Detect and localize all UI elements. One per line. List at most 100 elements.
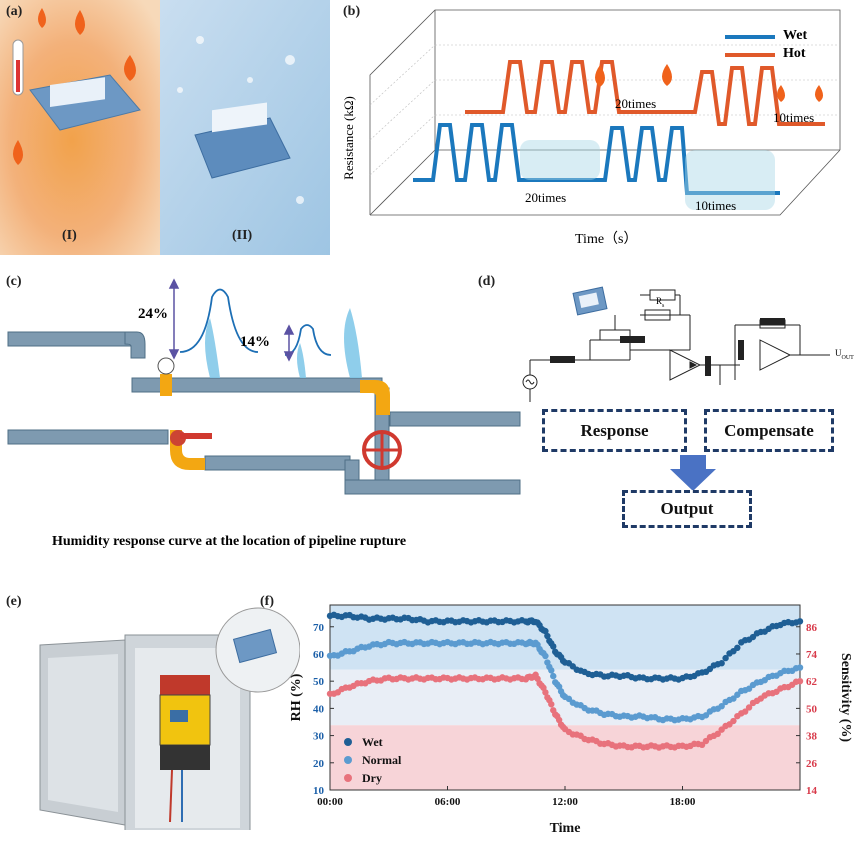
sensor-chip-icon	[232, 628, 278, 664]
legend-label-normal: Normal	[362, 753, 402, 767]
data-point-dry	[796, 677, 804, 685]
panel-label-e: (e)	[6, 594, 22, 609]
range-arrow	[168, 278, 295, 362]
legend-label-dry: Dry	[362, 771, 382, 785]
x-tick-label: 12:00	[552, 796, 578, 808]
data-point-normal	[718, 702, 725, 710]
legend-wet-label: Wet	[783, 28, 808, 43]
data-point-wet	[734, 644, 741, 652]
panel-label-f: (f)	[260, 594, 274, 609]
data-point-normal	[550, 672, 557, 680]
data-point-dry	[745, 704, 753, 711]
sensor-sheet-hot	[29, 74, 141, 131]
data-point-normal	[730, 695, 737, 702]
y-tick-label: 10	[313, 785, 325, 797]
panel-c-illustration	[7, 278, 521, 495]
y-tick-label: 50	[313, 676, 325, 688]
peak-big-label: 24%	[138, 306, 168, 322]
panel-b-chart	[369, 9, 841, 216]
fire-background	[0, 0, 160, 255]
flame-icon	[595, 64, 823, 102]
x-tick-label: 18:00	[670, 796, 696, 808]
legend-marker-dry	[344, 774, 352, 782]
legend-hot-label: Hot	[783, 46, 806, 61]
y2-axis-label: Sensitivity (%)	[838, 653, 853, 742]
panel-b-ylabel: Resistance (kΩ)	[340, 96, 356, 180]
peak-small-label: 14%	[240, 334, 270, 350]
hot-trace	[465, 60, 825, 126]
pipeline	[7, 331, 521, 495]
dry-band	[330, 725, 800, 790]
legend-marker-wet	[344, 738, 352, 746]
flame-icon	[13, 8, 136, 165]
label-II: (II)	[232, 228, 253, 243]
annot-wet-20: 20times	[525, 190, 567, 205]
output-voltage-label: UOUT	[835, 348, 854, 361]
x-tick-label: 00:00	[317, 796, 343, 808]
data-point-wet	[550, 643, 557, 650]
panel-label-d: (d)	[478, 274, 496, 289]
y-tick-label: 40	[313, 703, 325, 715]
panel-label-b: (b)	[343, 4, 361, 19]
label-I: (I)	[62, 228, 77, 243]
y2-tick-label: 62	[806, 676, 818, 688]
y2-tick-label: 86	[806, 622, 818, 634]
sensor-chip-icon	[572, 286, 608, 316]
y2-tick-label: 50	[806, 703, 818, 715]
panel-b: (b) Wet Hot Resistance (kΩ) Time（s） 20ti…	[335, 0, 855, 255]
electrical-cabinet-illustration	[39, 607, 301, 836]
y2-tick-label: 14	[806, 785, 818, 797]
data-point-dry	[542, 689, 549, 696]
x-tick-label: 06:00	[435, 796, 461, 808]
annot-hot-10: 10times	[773, 110, 815, 125]
data-point-dry	[714, 730, 721, 738]
droplet-icon	[177, 36, 304, 204]
water-droplet-zone	[520, 140, 600, 180]
response-curve-big	[179, 288, 259, 353]
circuit-diagram	[522, 286, 830, 402]
panel-d: Rs UOUT (d) Response Compensate Output	[478, 270, 855, 540]
data-point-wet	[718, 660, 725, 667]
panel-a-illustration	[0, 0, 330, 255]
wet-trace	[413, 123, 780, 195]
data-point-normal	[796, 664, 804, 671]
panel-e: (e)	[0, 590, 301, 853]
legend-marker-normal	[344, 756, 352, 764]
y-tick-label: 60	[313, 649, 325, 661]
data-point-dry	[730, 717, 737, 725]
data-point-wet	[544, 632, 551, 640]
legend-label-wet: Wet	[362, 735, 383, 749]
x-axis-label: Time	[550, 821, 581, 836]
data-point-wet	[796, 618, 804, 625]
y-tick-label: 30	[313, 731, 325, 743]
data-point-dry	[702, 737, 710, 745]
y-axis-label: RH (%)	[289, 673, 304, 721]
y2-tick-label: 26	[806, 758, 818, 770]
panel-label-a: (a)	[6, 4, 23, 19]
y-tick-label: 20	[313, 758, 325, 770]
breaker-top	[160, 675, 210, 695]
data-point-wet	[722, 654, 729, 662]
annot-hot-20: 20times	[615, 96, 657, 111]
panel-a: (a) (I) (II)	[0, 0, 330, 255]
panel-c: (c) 24% 14% Humidity response curve at t…	[0, 270, 530, 560]
water-droplet-zone-2	[685, 150, 775, 210]
panel-label-c: (c)	[6, 274, 22, 289]
data-point-wet	[542, 627, 549, 635]
response-curve-small	[284, 324, 332, 356]
resistor	[550, 318, 785, 376]
data-point-normal	[542, 652, 549, 660]
data-point-dry	[548, 701, 555, 708]
annot-wet-10: 10times	[695, 198, 737, 213]
sensor-sheet-wet	[194, 102, 291, 179]
water-jet	[205, 308, 362, 378]
data-point-normal	[548, 667, 555, 674]
data-point-dry	[741, 708, 749, 715]
y2-tick-label: 74	[806, 649, 818, 661]
down-arrow-icon	[670, 455, 716, 491]
y-tick-label: 70	[313, 622, 325, 634]
panel-b-xlabel: Time（s）	[575, 232, 638, 247]
resistor-label: Rs	[656, 296, 665, 309]
